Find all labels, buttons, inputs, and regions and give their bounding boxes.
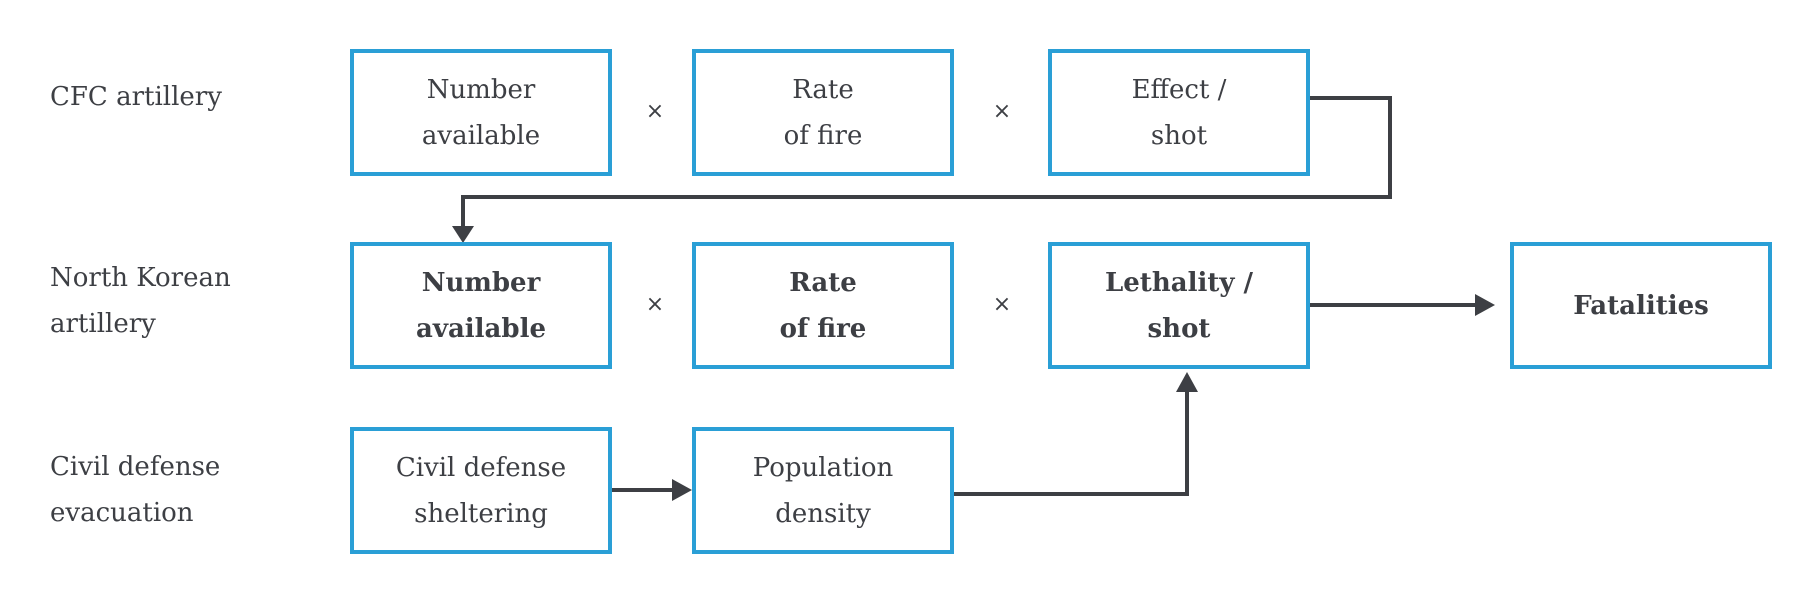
nk-rate-of-fire-box: Rate of fire xyxy=(692,242,954,369)
row-label-line: CFC artillery xyxy=(50,82,222,112)
box-text-line: Rate xyxy=(789,267,857,298)
box-text-line: available xyxy=(416,313,546,344)
multiply-operator: × xyxy=(992,99,1012,124)
box-text-line: Rate xyxy=(792,74,854,105)
box-text-line: shot xyxy=(1150,120,1208,151)
box-text-line: density xyxy=(775,498,871,529)
box-text-line: Fatalities xyxy=(1573,290,1709,321)
arrowhead-density xyxy=(672,479,692,501)
box-text-line: Number xyxy=(421,267,541,298)
box-text-line: Lethality / xyxy=(1104,267,1253,298)
row-label-line: Civil defense xyxy=(50,452,221,482)
box-text-line: sheltering xyxy=(414,498,548,529)
box-text-line: Effect / xyxy=(1131,74,1227,105)
arrow-effect-to-nk-number xyxy=(461,96,1392,230)
box-text-line: Number xyxy=(426,74,536,105)
box-text-line: Population xyxy=(752,452,894,483)
arrowhead-lethality xyxy=(1176,372,1198,392)
box-text-line: Civil defense xyxy=(395,452,567,483)
fatalities-box: Fatalities xyxy=(1510,242,1772,369)
box-text-line: of fire xyxy=(779,313,867,344)
cfc-effect-per-shot-box: Effect / shot xyxy=(1048,49,1310,176)
cfc-rate-of-fire-box: Rate of fire xyxy=(692,49,954,176)
multiply-operator: × xyxy=(645,99,665,124)
civil-defense-sheltering-box: Civil defense sheltering xyxy=(350,427,612,554)
row-label-line: evacuation xyxy=(50,498,194,528)
row-label-cfc-artillery: CFC artillery xyxy=(50,74,222,120)
box-text-line: available xyxy=(421,120,541,151)
row-label-line: artillery xyxy=(50,309,156,339)
population-density-box: Population density xyxy=(692,427,954,554)
box-text-line: shot xyxy=(1147,313,1211,344)
multiply-operator: × xyxy=(645,292,665,317)
multiply-operator: × xyxy=(992,292,1012,317)
row-label-civil-defense-evacuation: Civil defense evacuation xyxy=(50,444,220,536)
arrowhead-nk-number xyxy=(452,226,474,243)
row-label-north-korean-artillery: North Korean artillery xyxy=(50,255,231,347)
cfc-number-available-box: Number available xyxy=(350,49,612,176)
row-label-line: North Korean xyxy=(50,263,231,293)
arrow-density-to-lethality xyxy=(952,385,1189,496)
nk-lethality-per-shot-box: Lethality / shot xyxy=(1048,242,1310,369)
arrowhead-fatalities xyxy=(1475,294,1495,316)
nk-number-available-box: Number available xyxy=(350,242,612,369)
box-text-line: of fire xyxy=(783,120,863,151)
